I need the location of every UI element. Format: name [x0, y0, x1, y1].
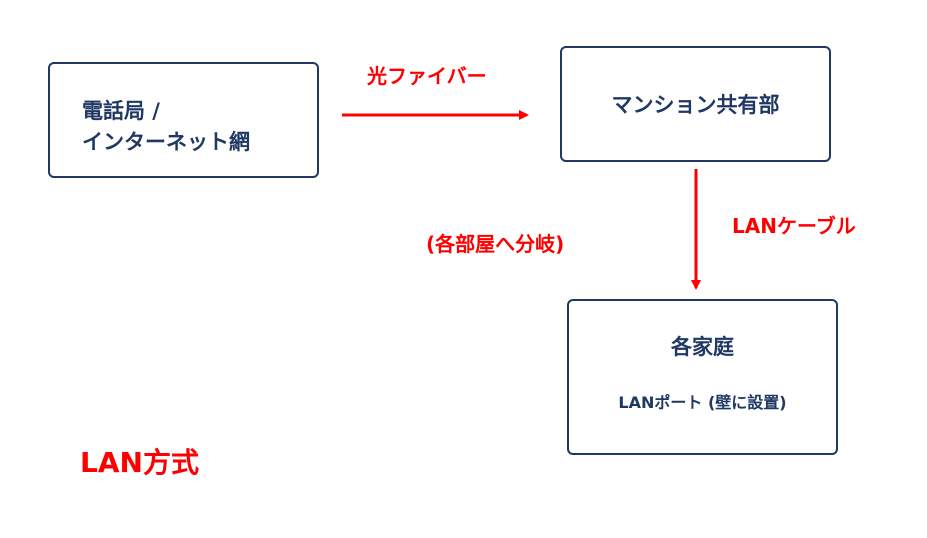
home-box: 各家庭 LANポート (壁に設置) — [567, 299, 838, 455]
mansion-label: マンション共有部 — [611, 93, 780, 117]
home-port-label: LANポート (壁に設置) — [618, 393, 787, 412]
telco-internet-box: 電話局 / インターネット網 — [48, 62, 319, 178]
method-title: LAN方式 — [80, 446, 199, 479]
home-title: 各家庭 — [671, 335, 734, 359]
fiber-label: 光ファイバー — [367, 64, 487, 88]
branch-label: (各部屋へ分岐) — [426, 232, 565, 256]
telco-line1: 電話局 / — [82, 99, 160, 123]
telco-line2: インターネット網 — [82, 130, 250, 154]
mansion-shared-box: マンション共有部 — [560, 46, 831, 162]
lan-cable-label: LANケーブル — [732, 214, 856, 238]
